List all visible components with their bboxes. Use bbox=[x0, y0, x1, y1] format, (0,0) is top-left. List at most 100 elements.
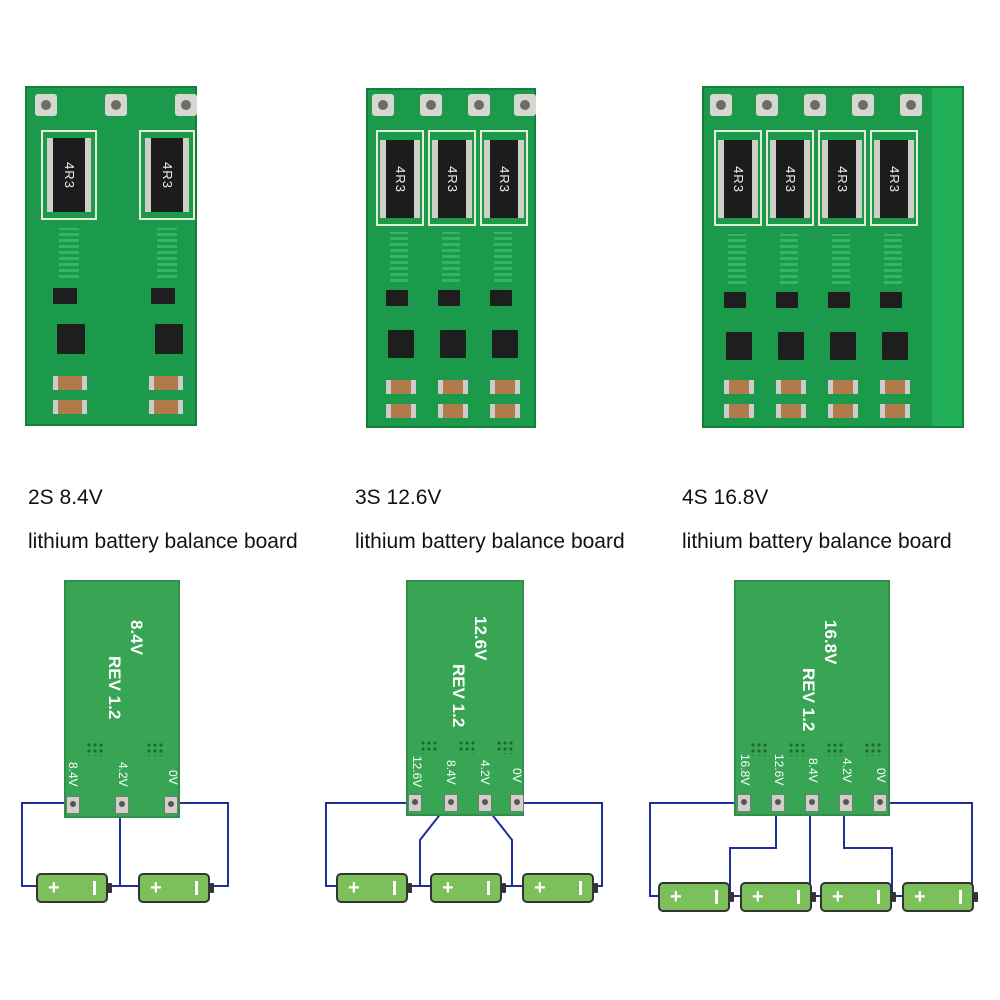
pcb-photo-3s: 4R3 4R3 4R3 bbox=[366, 88, 536, 428]
resistor: 4R3 bbox=[145, 138, 189, 212]
plus-icon: + bbox=[48, 876, 60, 899]
solder-pad bbox=[900, 94, 922, 116]
via-dots bbox=[496, 740, 514, 754]
smd-part bbox=[149, 376, 183, 390]
solder-pad bbox=[514, 94, 536, 116]
smd-part bbox=[53, 400, 87, 414]
terminal-pad bbox=[408, 794, 422, 812]
terminal-pad bbox=[873, 794, 887, 812]
revision-mark: REV 1.2 bbox=[449, 664, 468, 728]
solder-pad bbox=[175, 94, 197, 116]
wire bbox=[482, 802, 513, 887]
caption-3s-title: 3S 12.6V bbox=[355, 486, 442, 509]
resistor: 4R3 bbox=[47, 138, 91, 212]
board-edge bbox=[932, 88, 962, 426]
battery-cell: + bbox=[36, 873, 112, 903]
terminal-label: 12.6V bbox=[410, 756, 424, 788]
terminal-label: 8.4V bbox=[66, 762, 80, 787]
smd-part bbox=[880, 404, 910, 418]
chip bbox=[726, 332, 752, 360]
trace bbox=[59, 228, 79, 278]
solder-pad bbox=[804, 94, 826, 116]
transistor bbox=[880, 292, 902, 308]
resistor: 4R3 bbox=[822, 140, 862, 218]
smd-part bbox=[438, 380, 468, 394]
smd-part bbox=[438, 404, 468, 418]
wire bbox=[168, 802, 229, 887]
wire bbox=[410, 802, 450, 887]
minus-icon bbox=[715, 890, 718, 904]
resistor-frame bbox=[139, 130, 195, 220]
smd-part bbox=[776, 404, 806, 418]
voltage-mark: 12.6V bbox=[471, 616, 490, 661]
voltage-mark: 8.4V bbox=[127, 620, 146, 655]
smd-part bbox=[149, 400, 183, 414]
via-dots bbox=[750, 742, 768, 756]
terminal-label: 12.6V bbox=[772, 754, 786, 786]
smd-part bbox=[724, 380, 754, 394]
board-strip bbox=[736, 582, 776, 814]
smd-part bbox=[386, 404, 416, 418]
chip bbox=[830, 332, 856, 360]
caption-2s-title: 2S 8.4V bbox=[28, 486, 103, 509]
terminal-label: 16.8V bbox=[738, 754, 752, 786]
chip bbox=[155, 324, 183, 354]
battery-cell: + bbox=[820, 882, 896, 912]
resistor: 4R3 bbox=[432, 140, 472, 218]
trace bbox=[780, 234, 798, 284]
minus-icon bbox=[93, 881, 96, 895]
wire bbox=[649, 802, 741, 897]
battery-cell: + bbox=[430, 873, 506, 903]
board-diagram-2s: 8.4V REV 1.2 8.4V 4.2V 0V bbox=[64, 580, 180, 818]
via-dots bbox=[826, 742, 844, 756]
chip bbox=[778, 332, 804, 360]
minus-icon bbox=[195, 881, 198, 895]
resistor-frame bbox=[818, 130, 866, 226]
resistor-frame bbox=[376, 130, 424, 226]
chip bbox=[440, 330, 466, 358]
board-strip bbox=[484, 582, 522, 814]
transistor bbox=[151, 288, 175, 304]
battery-cell: + bbox=[902, 882, 978, 912]
board-strip bbox=[850, 582, 888, 814]
chip bbox=[57, 324, 85, 354]
trace bbox=[390, 232, 408, 282]
trace bbox=[728, 234, 746, 284]
solder-pad bbox=[372, 94, 394, 116]
plus-icon: + bbox=[670, 885, 682, 908]
smd-part bbox=[386, 380, 416, 394]
plus-icon: + bbox=[832, 885, 844, 908]
revision-mark: REV 1.2 bbox=[799, 668, 818, 732]
terminal-label: 0V bbox=[166, 770, 180, 785]
via-dots bbox=[458, 740, 476, 754]
trace bbox=[494, 232, 512, 282]
via-dots bbox=[864, 742, 882, 756]
terminal-label: 8.4V bbox=[806, 758, 820, 783]
terminal-pad bbox=[839, 794, 853, 812]
voltage-mark: 16.8V bbox=[821, 620, 840, 665]
resistor-frame bbox=[41, 130, 97, 220]
solder-pad bbox=[105, 94, 127, 116]
revision-mark: REV 1.2 bbox=[105, 656, 124, 720]
minus-icon bbox=[579, 881, 582, 895]
minus-icon bbox=[959, 890, 962, 904]
transistor bbox=[53, 288, 77, 304]
via-dots bbox=[146, 742, 164, 756]
transistor bbox=[724, 292, 746, 308]
terminal-label: 4.2V bbox=[840, 758, 854, 783]
transistor bbox=[490, 290, 512, 306]
transistor bbox=[438, 290, 460, 306]
wire bbox=[516, 802, 603, 887]
caption-2s-subtitle: lithium battery balance board bbox=[28, 530, 298, 553]
chip bbox=[882, 332, 908, 360]
caption-4s-title: 4S 16.8V bbox=[682, 486, 769, 509]
terminal-pad bbox=[66, 796, 80, 814]
smd-part bbox=[490, 404, 520, 418]
smd-part bbox=[828, 404, 858, 418]
resistor-frame bbox=[480, 130, 528, 226]
battery-cell: + bbox=[658, 882, 734, 912]
trace bbox=[832, 234, 850, 284]
resistor: 4R3 bbox=[484, 140, 524, 218]
solder-pad bbox=[852, 94, 874, 116]
